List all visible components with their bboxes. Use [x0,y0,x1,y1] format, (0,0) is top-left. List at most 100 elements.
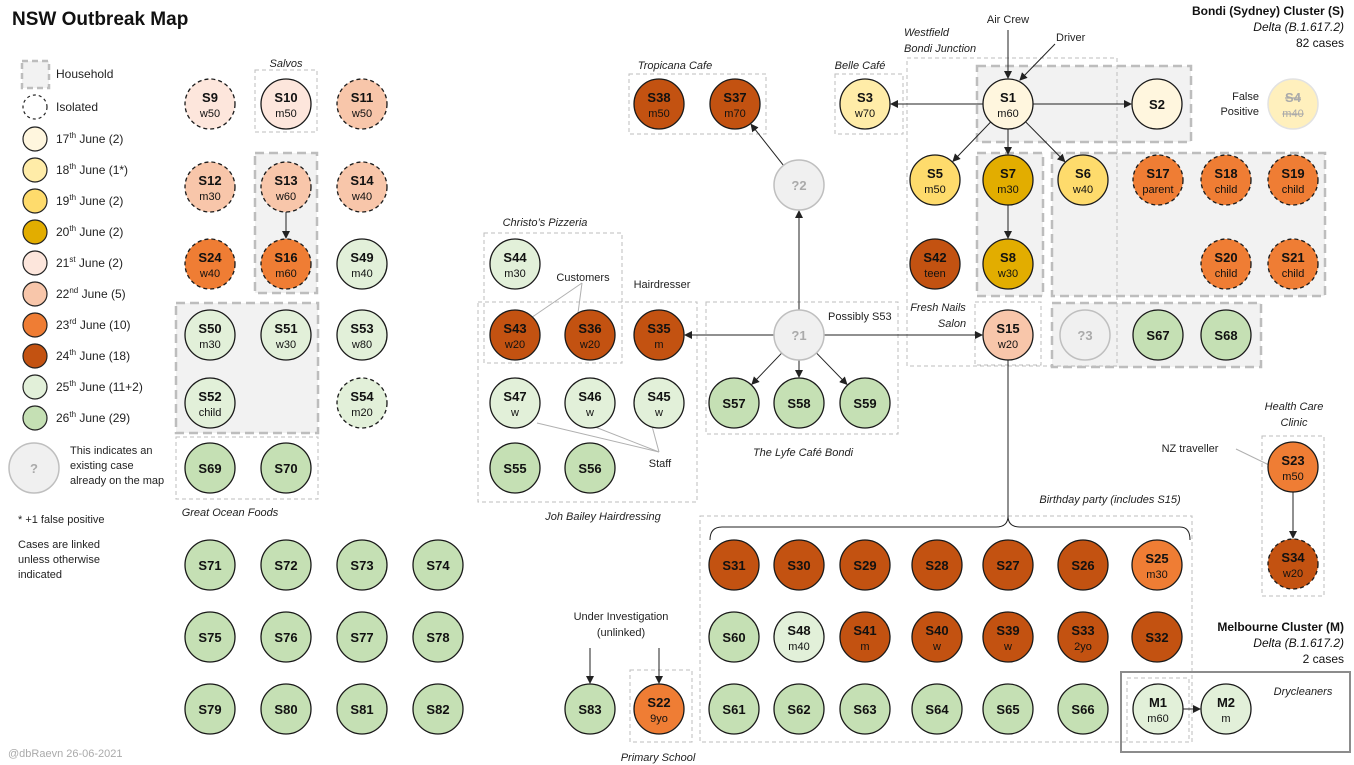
case-detail: m40 [788,641,809,653]
label-under1: Under Investigation [574,611,669,623]
case-circle [336,683,388,735]
case-circle [709,78,761,130]
case-circle [1131,611,1183,663]
case-id: S76 [274,630,297,645]
legend-day: 23 [56,318,70,332]
case-id: S62 [787,702,810,717]
case-detail: m30 [199,339,220,351]
case-S59: S59 [839,377,891,429]
legend-month-count: June (18) [76,349,131,363]
case-circle [773,539,825,591]
case-detail: m60 [275,268,296,280]
case-circle [1131,539,1183,591]
case-detail: w [510,407,519,419]
case-id: S52 [198,389,221,404]
legend-day-suffix: th [69,410,77,419]
case-circle [633,377,685,429]
label-westfield1: Westfield [904,27,950,39]
case-circle [982,539,1034,591]
case-S65: S65 [982,683,1034,735]
note-line: indicated [18,569,63,581]
case-circle [1057,154,1109,206]
case-id: S32 [1145,630,1168,645]
legend-day-suffix: st [69,255,76,264]
case-detail: 9yo [650,713,668,725]
case-circle [564,683,616,735]
legend-existing-note: This indicates an existing case already … [70,444,164,489]
legend-date-label: 25th June (11+2) [56,379,143,394]
case-S72: S72 [260,539,312,591]
case-id: S77 [350,630,373,645]
case-S60: S60 [708,611,760,663]
case-circle [184,238,236,290]
case-detail: m50 [1282,471,1303,483]
legend-day: 17 [56,132,70,146]
case-id: S67 [1146,328,1169,343]
case-S74: S74 [412,539,464,591]
case-S55: S55 [489,442,541,494]
case-id: S82 [426,702,449,717]
case-id: S40 [925,623,948,638]
legend-date-label: 17th June (2) [56,131,123,146]
case-detail: m60 [997,108,1018,120]
case-circle [260,78,312,130]
case-circle [260,238,312,290]
case-q2: ?2 [773,159,825,211]
venue-box [1126,677,1190,743]
label-johbailey: Joh Bailey Hairdressing [544,511,661,523]
case-S31: S31 [708,539,760,591]
legend-linked-note: Cases are linked unless otherwise indica… [18,538,100,583]
case-circle [1132,683,1184,735]
case-S69: S69 [184,442,236,494]
case-id: S8 [1000,250,1016,265]
legend-existing-symbol [8,442,60,494]
case-S78: S78 [412,611,464,663]
case-circle [184,683,236,735]
case-circle [633,309,685,361]
link-arrow [750,123,784,166]
case-circle [260,309,312,361]
case-detail: w50 [199,108,220,120]
case-id: S12 [198,173,221,188]
case-detail: child [1215,268,1238,280]
legend-date-swatch [22,157,48,183]
case-id: S66 [1071,702,1094,717]
case-circle [982,683,1034,735]
case-circle [982,611,1034,663]
birthday-brace [709,515,1191,541]
case-id: S81 [350,702,373,717]
case-detail: w50 [351,108,372,120]
legend-isolated-symbol [22,94,48,120]
credit: @dbRaevn 26-06-2021 [8,748,123,760]
case-id: S29 [853,558,876,573]
case-id: S17 [1146,166,1169,181]
legend-household-symbol [20,59,51,90]
case-circle [336,78,388,130]
legend-false-positive-note: * +1 false positive [18,514,105,526]
case-circle [1057,539,1109,591]
legend-day: 19 [56,194,70,208]
label-greatocean: Great Ocean Foods [182,507,279,519]
label-salvos: Salvos [269,58,303,70]
case-detail: m50 [275,108,296,120]
venue-box [628,73,767,135]
label-health2: Clinic [1281,417,1308,429]
case-id: ?3 [1077,328,1092,343]
legend-month-count: June (2) [75,256,123,270]
legend-month-count: June (5) [78,287,126,301]
page-title: NSW Outbreak Map [12,9,189,30]
label-falsepos1: False [1232,91,1259,103]
